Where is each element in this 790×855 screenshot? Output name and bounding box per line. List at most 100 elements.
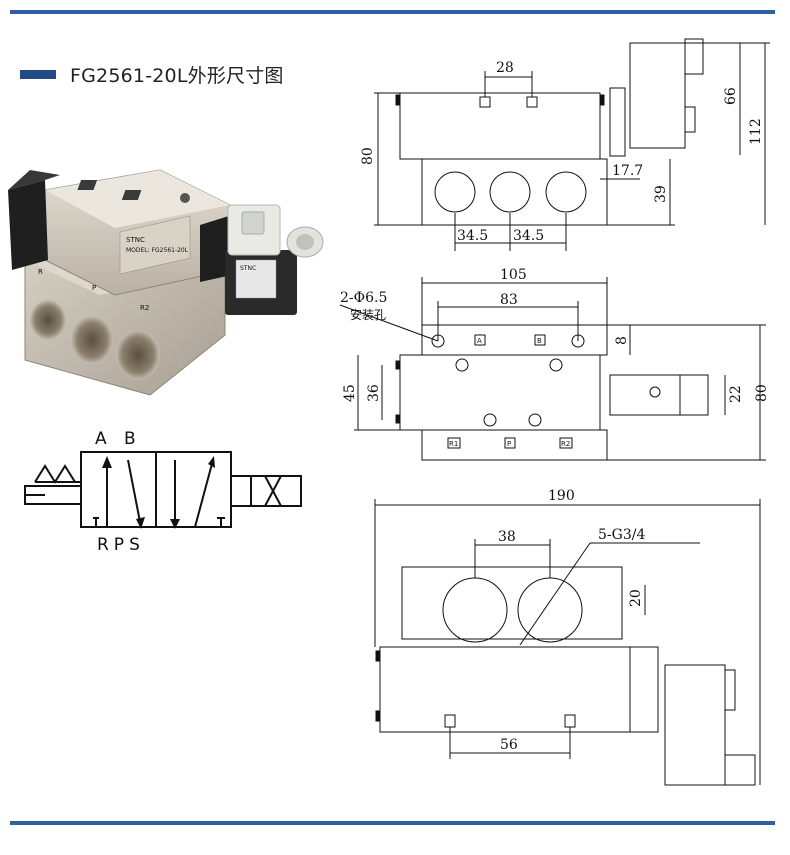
- bottom-rule: [10, 821, 775, 825]
- dim-66: 66: [723, 87, 739, 105]
- end-plate-right: [200, 215, 232, 282]
- top-port-b: B: [537, 337, 542, 345]
- symbol-spring: [34, 464, 76, 484]
- dim-20: 20: [628, 589, 644, 607]
- top-base: [421, 429, 608, 461]
- side-view: [374, 499, 761, 786]
- label-plate: [119, 215, 191, 275]
- dim-8: 8: [614, 336, 630, 345]
- symbol-arrowhead-b: [136, 517, 145, 529]
- side-screw-2: [564, 714, 576, 728]
- port-hole-r2: [116, 330, 160, 380]
- front-body: [399, 92, 601, 160]
- symbol-coil-slash2: [264, 475, 282, 507]
- front-coil: [629, 42, 686, 149]
- symbol-square-right: [155, 451, 232, 528]
- front-gland: [684, 106, 696, 133]
- symbol-bottom-ports: RPS: [97, 535, 145, 555]
- symbol-solenoid: [230, 475, 302, 507]
- symbol-arrow-b: [127, 459, 142, 528]
- body-screw-2: [121, 190, 142, 200]
- front-port-3: [545, 171, 587, 213]
- top-port-b-box: [534, 334, 546, 346]
- side-coil: [664, 664, 726, 786]
- front-cap-r: [599, 94, 605, 106]
- port-hole-p: [71, 316, 113, 364]
- top-view: [339, 277, 766, 461]
- top-bolt-2: [549, 358, 563, 372]
- front-coil-mount: [609, 87, 626, 157]
- end-cap-top: [8, 170, 60, 190]
- front-base: [421, 158, 608, 226]
- cable-gland-center: [296, 234, 314, 250]
- dim-83: 83: [500, 292, 518, 308]
- port-hole-r1: [30, 300, 66, 340]
- body-bolt: [180, 193, 190, 203]
- dim-39: 39: [653, 185, 669, 203]
- front-connector: [684, 38, 704, 75]
- top-port-r1: R1: [449, 440, 458, 448]
- connector-window: [241, 211, 265, 235]
- valve-symbol: A B RPS: [24, 429, 302, 555]
- side-port-1: [442, 577, 508, 643]
- valve-photo: STNC MODEL: FG2561-20L STNC R P R2: [8, 169, 324, 396]
- title-marker: [20, 69, 56, 79]
- symbol-arrow-d: [194, 459, 214, 528]
- dim-28: 28: [496, 60, 514, 76]
- dim-ports: 5-G3/4: [598, 527, 645, 543]
- dimension-drawings: 28 80 66 112 17.7 39 34.5 34.5 105 83 2-…: [339, 38, 770, 786]
- top-port-p-box: [504, 437, 516, 449]
- dim-holes-note: 安装孔: [350, 307, 386, 322]
- front-screw-1: [479, 96, 491, 108]
- photo-model: MODEL: FG2561-20L: [126, 247, 189, 254]
- side-body: [379, 646, 631, 733]
- top-cap-l1: [395, 360, 401, 370]
- side-screw-1: [444, 714, 456, 728]
- symbol-arrowhead-c: [170, 519, 180, 529]
- side-port-2: [517, 577, 583, 643]
- dim-34-5-b: 34.5: [513, 228, 544, 244]
- top-port-r1-box: [447, 437, 461, 449]
- top-bolt-3: [483, 413, 497, 427]
- front-screw-2: [526, 96, 538, 108]
- front-view: [374, 38, 770, 251]
- end-cap-left: [8, 180, 48, 270]
- top-port-a: A: [477, 337, 482, 345]
- front-port-2: [489, 171, 531, 213]
- front-cap-l: [395, 94, 401, 106]
- symbol-arrowhead-a: [102, 456, 112, 468]
- photo-port-p: P: [92, 284, 96, 292]
- dim-45: 45: [342, 384, 358, 402]
- dim-56: 56: [500, 737, 518, 753]
- symbol-top-ports: A B: [95, 429, 142, 449]
- photo-brand: STNC: [126, 236, 145, 244]
- coil-brand: STNC: [240, 265, 256, 272]
- dim-22: 22: [728, 385, 744, 403]
- side-cap-l2: [375, 710, 381, 722]
- body-screw-1: [77, 180, 98, 190]
- top-coil: [609, 374, 681, 416]
- side-end: [629, 646, 659, 733]
- top-bolt-4: [528, 413, 542, 427]
- photo-port-r1: R: [38, 268, 43, 276]
- top-connector: [679, 374, 709, 416]
- dim-38: 38: [498, 529, 516, 545]
- top-rule: [10, 10, 775, 14]
- top-port-r2-box: [559, 437, 573, 449]
- dim-80b: 80: [754, 384, 770, 402]
- symbol-square-left: [80, 451, 157, 528]
- top-port-a-box: [474, 334, 486, 346]
- dim-105: 105: [500, 267, 527, 283]
- side-gland-1: [724, 669, 736, 711]
- dim-34-5-a: 34.5: [457, 228, 488, 244]
- dim-holes: 2-Φ6.5: [340, 290, 387, 306]
- leader-ports: [519, 542, 591, 646]
- dim-190: 190: [548, 488, 575, 504]
- dim-36: 36: [366, 384, 382, 402]
- title-block: FG2561-20L外形尺寸图: [20, 60, 284, 88]
- top-body: [399, 354, 601, 431]
- leader-holes: [339, 304, 439, 342]
- side-gland-2: [724, 754, 756, 786]
- top-port-r2: R2: [561, 440, 570, 448]
- top-cap-l2: [395, 414, 401, 424]
